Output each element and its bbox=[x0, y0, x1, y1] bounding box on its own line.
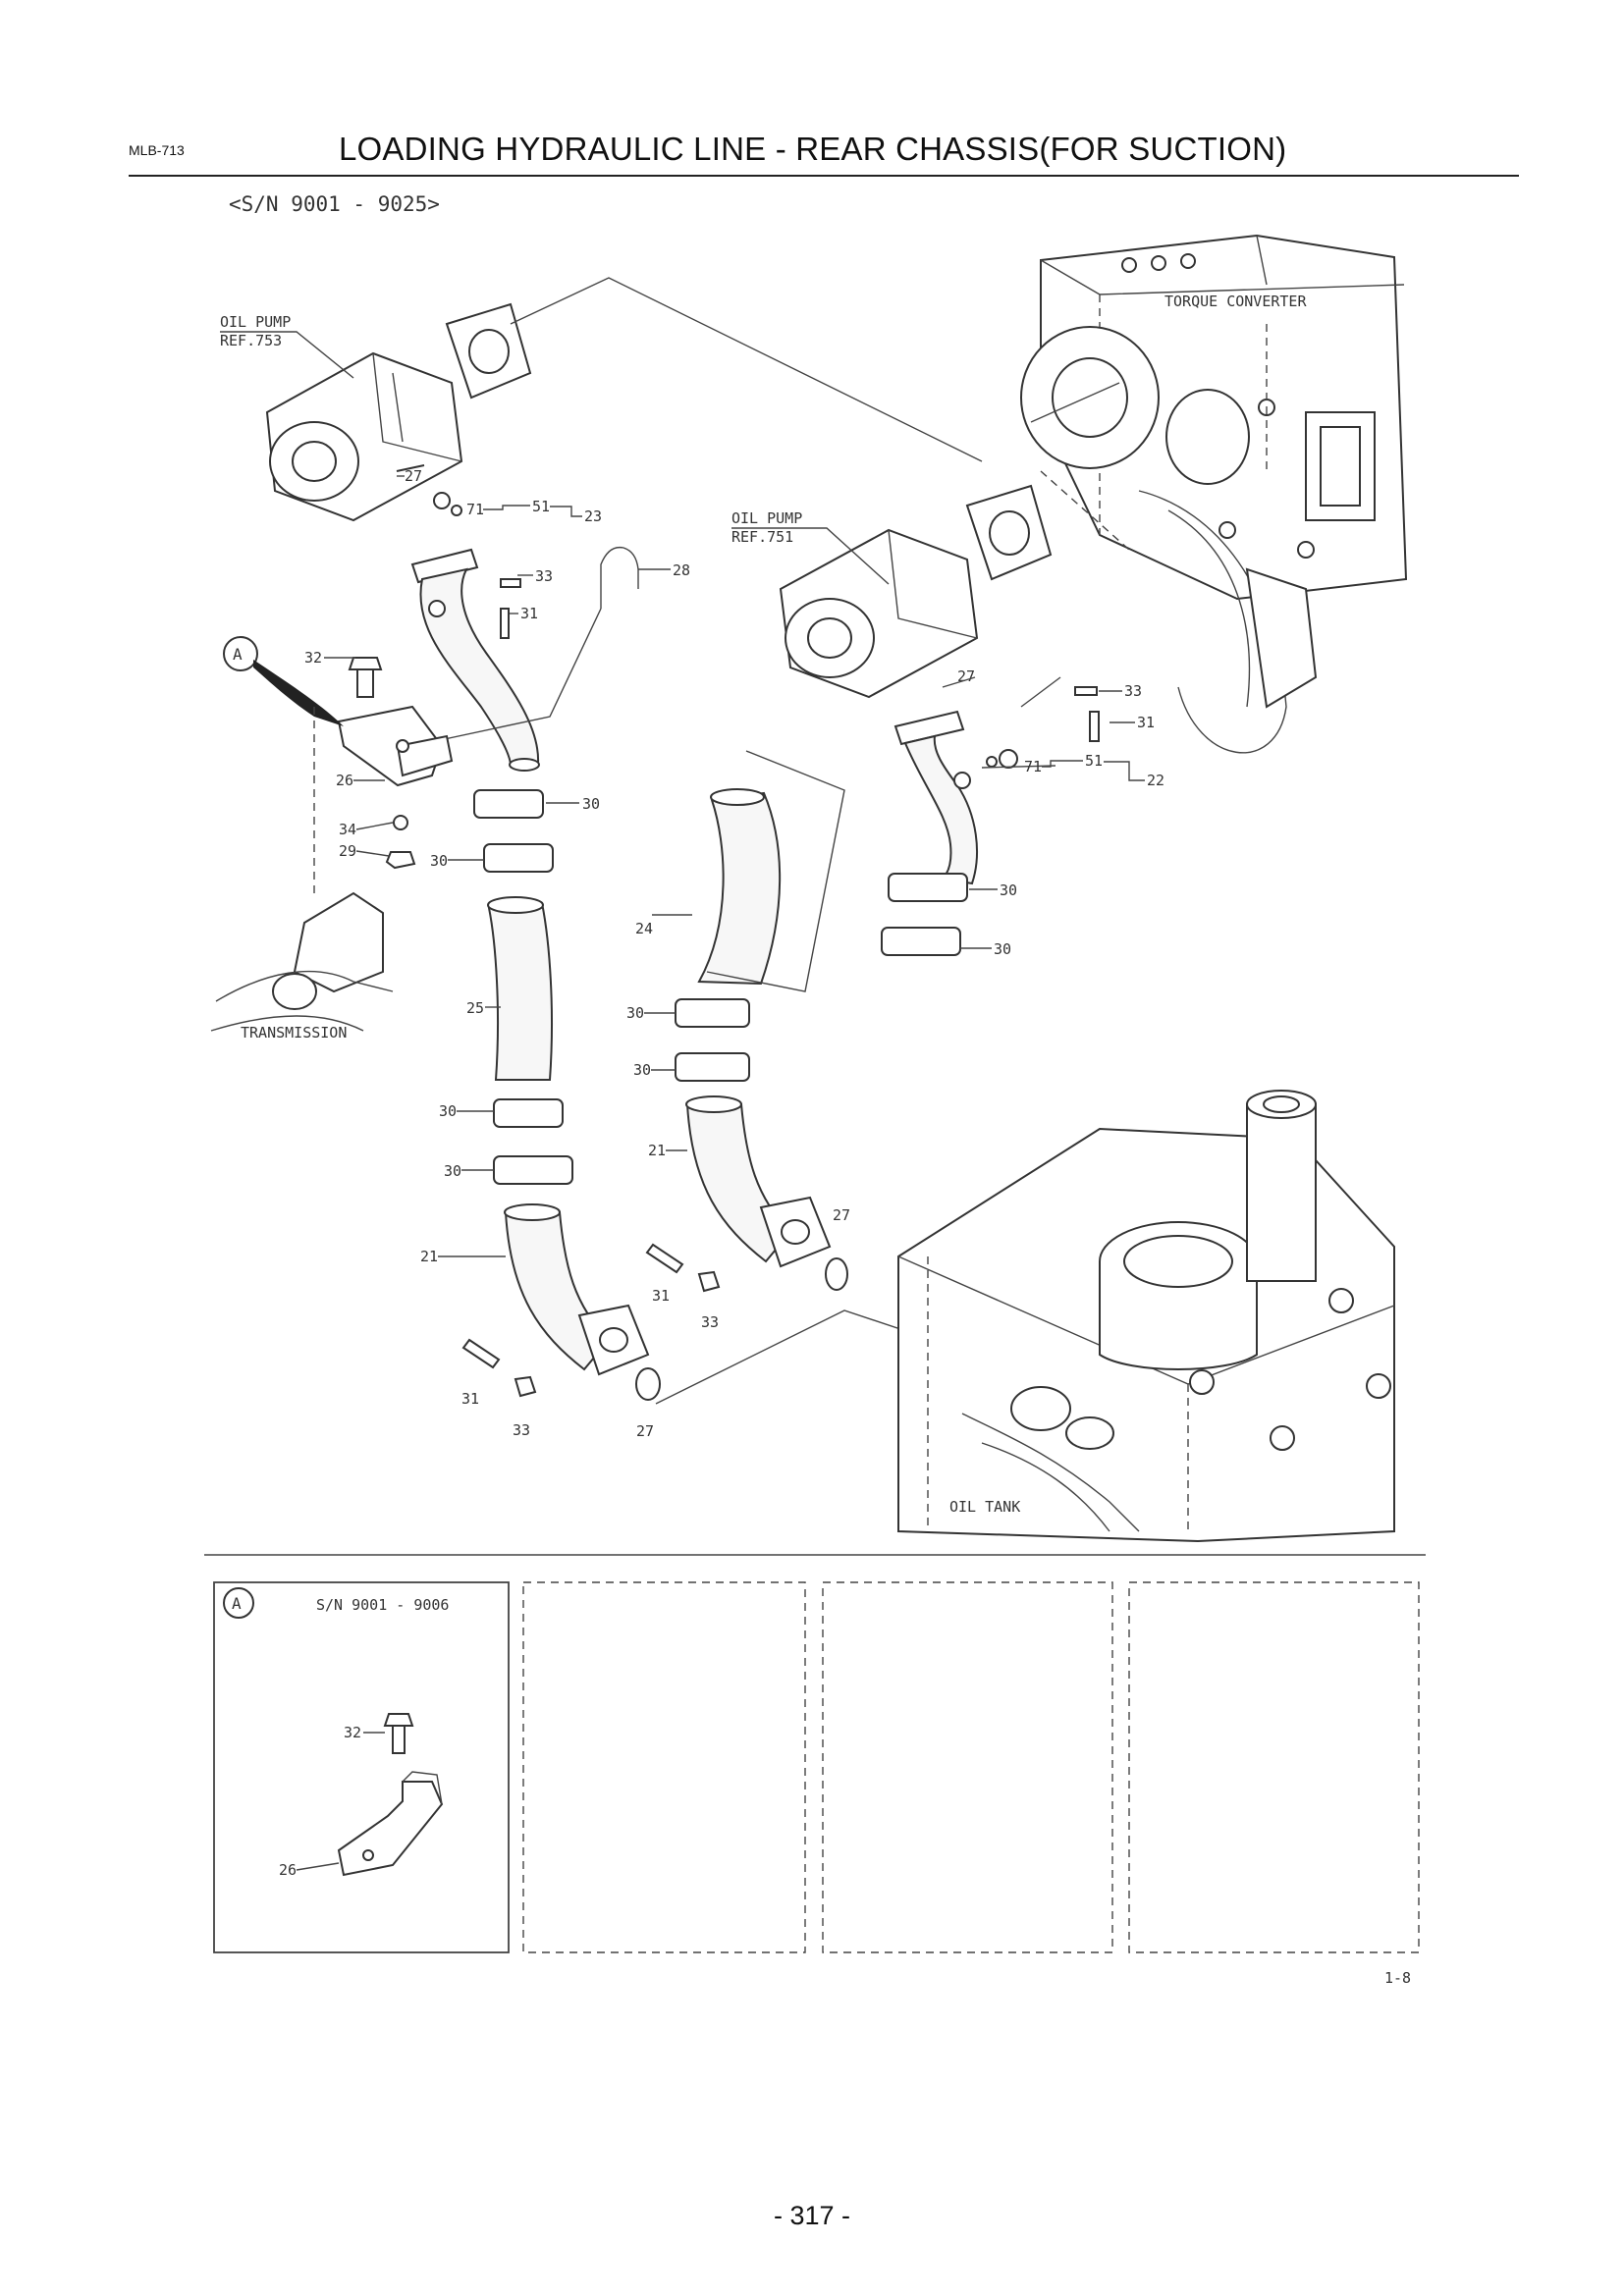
serial-range: <S/N 9001 - 9025> bbox=[229, 192, 440, 216]
clamps-left-upper bbox=[473, 789, 554, 873]
svg-text:A: A bbox=[233, 645, 243, 664]
part-label-27: 27 bbox=[833, 1206, 850, 1224]
part-label-33: 33 bbox=[701, 1313, 719, 1331]
fittings-left bbox=[396, 464, 521, 639]
oil-pump-left-label: OIL PUMP bbox=[220, 313, 291, 331]
leader-lines bbox=[324, 475, 1145, 1257]
suction-tube-left bbox=[410, 548, 540, 772]
detail-sn-range: S/N 9001 - 9006 bbox=[316, 1596, 449, 1614]
oil-tank-drawing bbox=[897, 1090, 1395, 1543]
part-label-31: 31 bbox=[461, 1390, 479, 1408]
clamps-right-middle bbox=[675, 998, 750, 1082]
empty-detail-panels bbox=[522, 1581, 1420, 1953]
part-label-30: 30 bbox=[439, 1102, 457, 1120]
part-label-27: 27 bbox=[636, 1422, 654, 1440]
part-label-30: 30 bbox=[582, 795, 600, 813]
part-label-24: 24 bbox=[635, 920, 653, 937]
bolts-left-bottom bbox=[461, 1338, 661, 1401]
page-code: MLB-713 bbox=[129, 142, 185, 158]
part-label-30: 30 bbox=[444, 1162, 461, 1180]
part-label-28: 28 bbox=[673, 561, 690, 579]
transmission-label: TRANSMISSION bbox=[241, 1024, 347, 1041]
page-number: - 317 - bbox=[773, 2201, 851, 2230]
part-label-71: 71 bbox=[466, 501, 484, 518]
part-label-30: 30 bbox=[1000, 881, 1017, 899]
oil-pump-left-drawing bbox=[265, 302, 532, 522]
elbow-21-right bbox=[685, 1095, 848, 1291]
part-label-30: 30 bbox=[633, 1061, 651, 1079]
part-label-23: 23 bbox=[584, 507, 602, 525]
part-label-31: 31 bbox=[520, 605, 538, 622]
svg-text:A: A bbox=[232, 1594, 242, 1613]
part-label-26: 26 bbox=[336, 772, 353, 789]
detail-marker-a: A bbox=[223, 636, 344, 726]
figure-code: 1-8 bbox=[1384, 1969, 1411, 1987]
torque-converter-label: TORQUE CONVERTER bbox=[1164, 293, 1307, 310]
part-label-51: 51 bbox=[532, 498, 550, 515]
part-label-22: 22 bbox=[1147, 772, 1164, 789]
oil-pump-right-label: OIL PUMP bbox=[731, 509, 802, 527]
part-label-21: 21 bbox=[648, 1142, 666, 1159]
detail-panel-a: A S/N 9001 - 9006 32 26 bbox=[213, 1581, 510, 1953]
page-title: LOADING HYDRAULIC LINE - REAR CHASSIS(FO… bbox=[339, 131, 1287, 167]
detail-label-26: 26 bbox=[279, 1861, 297, 1879]
part-label-33: 33 bbox=[535, 567, 553, 585]
part-label-30: 30 bbox=[626, 1004, 644, 1022]
hose-24 bbox=[697, 750, 845, 992]
part-label-31: 31 bbox=[1137, 714, 1155, 731]
part-label-29: 29 bbox=[339, 842, 356, 860]
u-bolt-28 bbox=[600, 546, 639, 609]
part-label-25: 25 bbox=[466, 999, 484, 1017]
bracket-26 bbox=[337, 657, 454, 870]
title-divider bbox=[129, 175, 1519, 177]
part-label-51: 51 bbox=[1085, 752, 1103, 770]
part-label-31: 31 bbox=[652, 1287, 670, 1305]
part-label-71: 71 bbox=[1024, 758, 1042, 775]
clamps-left-lower bbox=[493, 1098, 573, 1185]
part-label-33: 33 bbox=[1124, 682, 1142, 700]
oil-pump-left-ref: REF.753 bbox=[220, 332, 282, 349]
clamps-right-upper bbox=[881, 873, 968, 956]
hose-25 bbox=[487, 896, 553, 1081]
oil-pump-right-ref: REF.751 bbox=[731, 528, 793, 546]
part-label-30: 30 bbox=[430, 852, 448, 870]
part-label-34: 34 bbox=[339, 821, 356, 838]
oil-pump-right-drawing bbox=[779, 484, 1053, 699]
part-label-21: 21 bbox=[420, 1248, 438, 1265]
part-label-30: 30 bbox=[994, 940, 1011, 958]
suction-tube-right bbox=[893, 710, 1018, 885]
fittings-right bbox=[981, 676, 1100, 769]
part-label-33: 33 bbox=[513, 1421, 530, 1439]
oil-tank-label: OIL TANK bbox=[949, 1498, 1020, 1516]
transmission-drawing bbox=[210, 707, 394, 1032]
bolts-right-bottom bbox=[645, 1243, 721, 1293]
part-label-32: 32 bbox=[304, 649, 322, 667]
elbow-21-left bbox=[504, 1203, 650, 1376]
part-labels: 27 71 51 23 33 31 28 32 26 34 29 30 30 2… bbox=[304, 467, 1164, 1440]
detail-label-32: 32 bbox=[344, 1724, 361, 1741]
torque-converter-drawing bbox=[1020, 234, 1408, 754]
part-label-27: 27 bbox=[405, 467, 422, 485]
